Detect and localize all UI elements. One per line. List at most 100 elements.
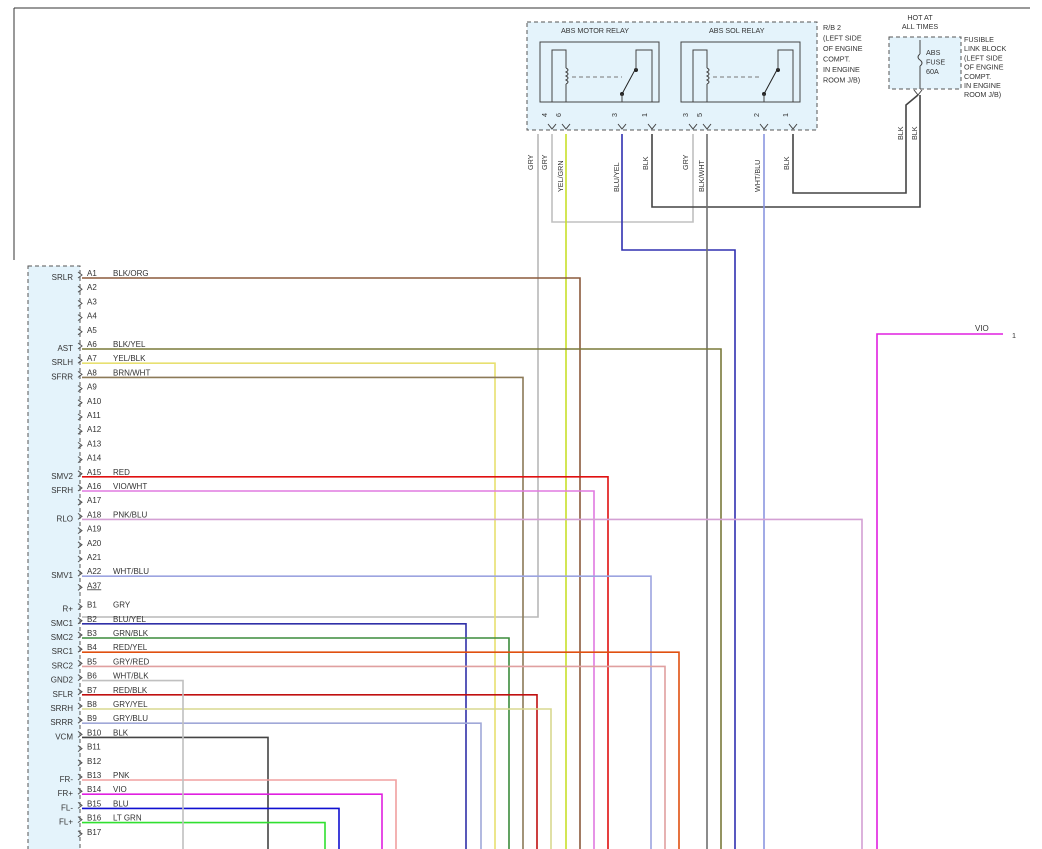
wire-a7 <box>82 362 496 849</box>
relay-pin-number: 1 <box>781 113 790 117</box>
pin-signal-name: FL- <box>61 803 73 812</box>
pin-terminal <box>77 731 83 738</box>
pin-signal-name: FL+ <box>59 818 73 827</box>
pin-signal-name: SMV1 <box>51 571 73 580</box>
wire-a18 <box>82 518 863 849</box>
relay-pin-number: 3 <box>681 113 690 117</box>
pin-number: A13 <box>87 439 102 448</box>
wire-b10 <box>82 736 269 849</box>
pin-number: B16 <box>87 814 102 823</box>
pin-terminal <box>77 456 83 463</box>
pin-signal-name: SMV2 <box>51 472 73 481</box>
connector-pin-row: A20 <box>77 539 102 549</box>
wire-b13 <box>82 779 397 849</box>
pin-terminal <box>77 484 83 492</box>
pin-terminal <box>77 645 83 653</box>
pin-terminal <box>77 773 83 781</box>
pin-signal-name: SMC1 <box>51 619 74 628</box>
pin-number: A11 <box>87 411 101 420</box>
pin-wire-color: BLK <box>113 728 129 737</box>
pin-terminal <box>77 513 83 520</box>
pin-terminal <box>77 745 83 752</box>
pin-terminal <box>77 399 83 407</box>
fuse-label-line: ABS <box>926 48 941 57</box>
pin-terminal <box>77 470 83 478</box>
fuse-location-line: COMPT. <box>964 72 991 81</box>
fuse-hot-line: ALL TIMES <box>902 22 939 31</box>
relay-terminal <box>647 123 657 130</box>
connector-pin-row: A5 <box>77 326 97 336</box>
relay-wire-label: BLU/YEL <box>612 162 621 192</box>
pin-number: A1 <box>87 269 97 278</box>
connector-pin-row: B12 <box>77 757 102 767</box>
pin-number: B6 <box>87 672 97 681</box>
abs-ecu-connector <box>27 265 81 849</box>
wire-b4 <box>82 651 680 849</box>
pin-terminal <box>77 413 83 421</box>
pin-terminal <box>77 527 83 534</box>
pin-number: B9 <box>87 714 97 723</box>
pin-terminal <box>77 285 83 293</box>
fuse-hot-line: HOT AT <box>907 13 933 22</box>
relay-location-line: OF ENGINE <box>823 44 863 53</box>
connector-pin-row: A4 <box>77 312 97 321</box>
vio-pin-label: 1 <box>1012 331 1016 340</box>
pin-number: B2 <box>87 615 97 624</box>
wire-a22 <box>82 575 652 849</box>
pin-number: B17 <box>87 828 102 837</box>
pin-terminal <box>77 584 83 591</box>
pin-signal-name: SFRR <box>51 372 73 381</box>
pin-number: B15 <box>87 799 102 808</box>
wire-b8 <box>82 708 552 849</box>
wire-vio-out <box>876 333 1003 849</box>
pin-terminal <box>77 759 83 767</box>
pin-number: A17 <box>87 496 102 505</box>
pin-number: B11 <box>87 743 101 752</box>
pin-wire-color: VIO/WHT <box>113 482 147 491</box>
pin-terminal <box>77 660 83 667</box>
relay-terminal <box>547 123 557 130</box>
pin-terminal <box>77 603 83 610</box>
sol-relay <box>680 41 801 103</box>
wire-b16 <box>82 821 326 849</box>
pin-signal-name: SFRH <box>51 486 73 495</box>
pin-terminal <box>77 555 83 563</box>
connector-pin-row: A21 <box>77 553 102 563</box>
pin-wire-color: BLU <box>113 799 129 808</box>
pin-wire-color: BRN/WHT <box>113 368 150 377</box>
relay-wire-label: BLK <box>782 156 791 170</box>
wire-routes <box>82 94 1003 849</box>
pin-signal-name: SMC2 <box>51 633 74 642</box>
connector-pin-row: A19 <box>77 525 102 534</box>
relay-location-line: IN ENGINE <box>823 65 860 74</box>
relay-wire-label: GRY <box>540 154 549 170</box>
relay-terminal <box>561 123 571 130</box>
relay-terminal <box>702 123 712 130</box>
pin-number: A19 <box>87 525 102 534</box>
relay-wire-label: GRY <box>681 154 690 170</box>
wire-b6 <box>82 679 184 849</box>
relay-location-line: (LEFT SIDE <box>823 34 862 43</box>
relay-pin-number: 2 <box>752 113 761 117</box>
pin-terminal <box>77 674 83 681</box>
pin-terminal <box>77 314 83 321</box>
diagram-frame <box>13 7 1030 260</box>
pin-wire-color: GRY/BLU <box>113 714 148 723</box>
connector-pin-row: B17 <box>77 828 102 838</box>
pin-terminal <box>77 617 83 625</box>
wire-b14 <box>82 793 383 849</box>
pin-terminal <box>77 541 83 549</box>
connector-pin-row: B11 <box>77 743 101 752</box>
connector-pin-row: A11 <box>77 411 101 421</box>
pin-signal-name: SRRR <box>50 718 73 727</box>
pin-wire-color: RED <box>113 468 130 477</box>
pin-number: A20 <box>87 539 102 548</box>
fuse-location-line: LINK BLOCK <box>964 44 1007 53</box>
